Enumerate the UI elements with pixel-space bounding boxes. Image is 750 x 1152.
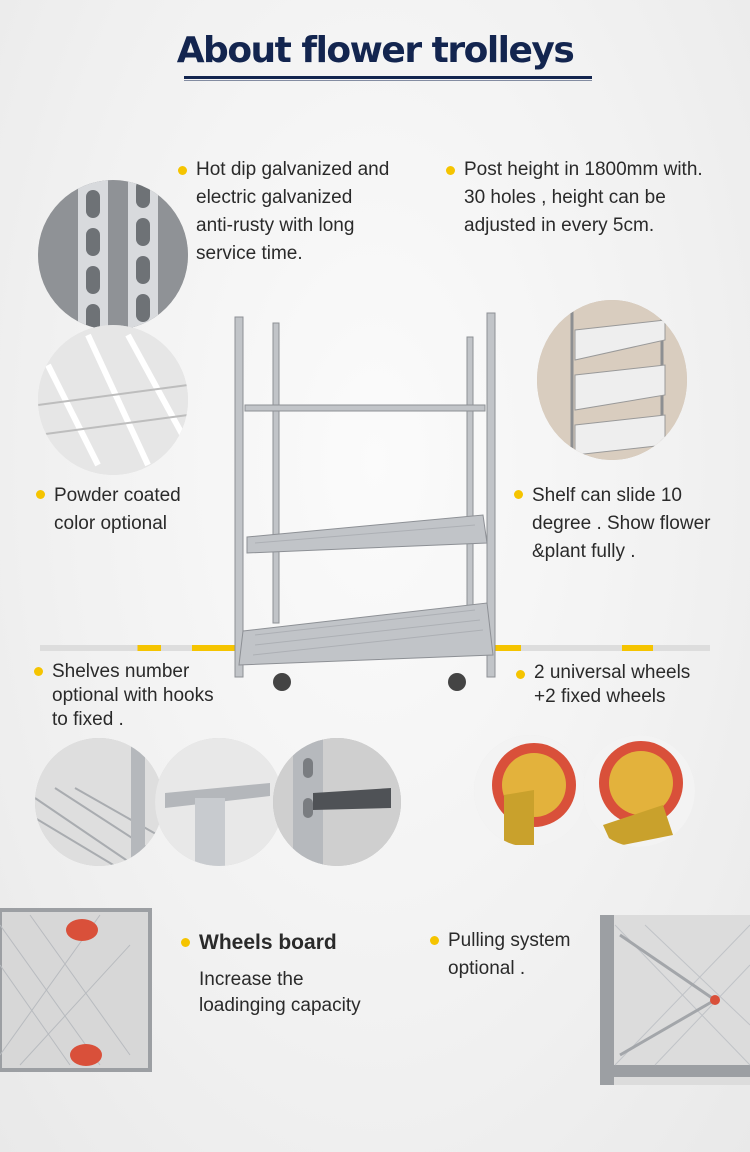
bullet-dot: [36, 490, 45, 499]
wheels-board-image: [0, 908, 152, 1072]
feature-galvanized-text: Hot dip galvanized and electric galvaniz…: [196, 159, 390, 264]
bullet-dot: [516, 670, 525, 679]
feature-pulling-system: Pulling system optional .: [430, 927, 571, 983]
feature-powder-coated: Powder coated color optional: [36, 482, 181, 538]
feature-wheels-board: Wheels board Increase the loadinging cap…: [181, 929, 361, 1019]
flower-trolley-image: [234, 312, 496, 691]
feature-post-height-text: Post height in 1800mm with. 30 holes , h…: [464, 159, 703, 236]
feature-galvanized: Hot dip galvanized and electric galvaniz…: [178, 156, 389, 268]
feature-shelf-slide-text: Shelf can slide 10 degree . Show flower …: [532, 485, 711, 562]
feature-pulling-system-text: Pulling system optional .: [448, 930, 571, 979]
divider-stripe-left: [40, 645, 235, 651]
hook-photo-2: [155, 738, 283, 866]
pulling-system-image: [600, 915, 750, 1085]
hook-photo-1: [35, 738, 163, 866]
title-underline-thin: [184, 80, 592, 81]
universal-wheel-photo: [474, 735, 586, 847]
feature-wheels: 2 universal wheels +2 fixed wheels: [516, 661, 690, 709]
feature-wheels-text: 2 universal wheels +2 fixed wheels: [534, 662, 691, 707]
bullet-dot: [446, 166, 455, 175]
divider-stripe-right: [490, 645, 710, 651]
hook-photo-3: [273, 738, 401, 866]
feature-shelf-slide: Shelf can slide 10 degree . Show flower …: [514, 482, 711, 566]
fixed-wheel-photo: [583, 735, 695, 847]
feature-powder-coated-text: Powder coated color optional: [54, 485, 181, 534]
sliding-shelf-photo: [537, 300, 687, 460]
powder-coated-photo: [38, 325, 188, 475]
post-holes-photo: [38, 180, 188, 330]
feature-post-height: Post height in 1800mm with. 30 holes , h…: [446, 156, 703, 240]
title-underline: [184, 76, 592, 79]
bullet-dot: [34, 667, 43, 676]
wheels-board-title: Wheels board: [199, 931, 337, 954]
wheels-board-text: Increase the loadinging capacity: [199, 969, 361, 1016]
page-title: About flower trolleys: [176, 30, 575, 71]
bullet-dot: [430, 936, 439, 945]
feature-shelves-number-text: Shelves number optional with hooks to fi…: [52, 661, 214, 730]
bullet-dot: [181, 938, 190, 947]
bullet-dot: [514, 490, 523, 499]
bullet-dot: [178, 166, 187, 175]
feature-shelves-number: Shelves number optional with hooks to fi…: [34, 660, 214, 732]
